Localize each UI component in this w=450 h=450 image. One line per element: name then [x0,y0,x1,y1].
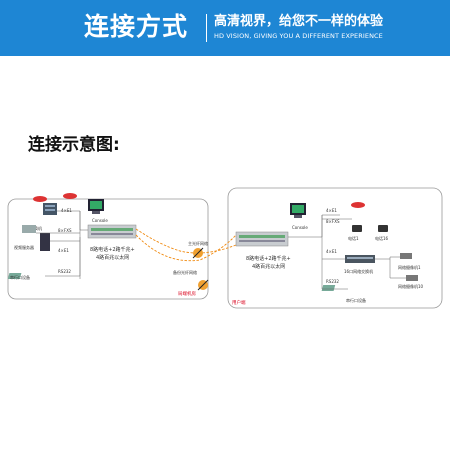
left-mux-phone-lines: 8路电话+2路千兆+ [90,246,135,253]
backup-fiber-label: 备份光纤网络 [173,269,197,275]
right-link-rs232: RS232 [326,279,339,284]
left-site-box [7,198,209,300]
serial-device-icon [7,273,22,279]
right-serial-device-icon [321,285,336,291]
left-badge-icon-1 [33,196,47,202]
network-switch-icon [345,255,375,263]
main-fiber-label: 主光纤网络 [188,240,208,246]
right-link-e1-top: 4×E1 [326,208,337,213]
section-heading: 连接示意图: [28,135,120,155]
right-link-fxs: 8×FXS [326,219,340,224]
left-serial-label: 串行口设备 [10,274,30,280]
left-console-label: Console [92,218,108,223]
right-mux-ethernet-lines: 4路百兆以太网 [252,263,285,270]
right-mux-icon [235,231,289,247]
right-console-pc-icon [290,203,306,218]
camera-10-label: 网络摄像机10 [398,283,424,289]
right-site-corner-label: 用户端 [232,299,246,306]
network-switch-label: 16口网络交换机 [344,268,373,274]
phone-1-icon [352,225,362,232]
left-link-rs232: RS232 [58,269,71,274]
server-label: 视频服务器 [14,244,34,250]
left-mux-icon [87,224,137,239]
right-badge-icon [351,202,365,208]
camera-10-icon [406,275,418,281]
left-mux-ethernet-lines: 4路百兆以太网 [96,254,129,261]
phone-16-icon [378,225,388,232]
right-site-box [227,187,443,309]
camera-1-label: 网络摄像机1 [398,264,421,270]
camera-1-icon [400,253,412,259]
banner-divider [206,14,207,42]
phone-16-label: 电话16 [375,235,389,241]
banner-subslogan: HD VISION, GIVING YOU A DIFFERENT EXPERI… [214,32,383,40]
phone-1-label: 电话1 [348,235,359,241]
left-badge-icon-2 [63,193,77,199]
banner-slogan: 高清视界，给您不一样的体验 [214,14,384,29]
right-link-e1-bottom: 4×E1 [326,249,337,254]
connection-diagram: 程控交换机 视频服务器 串行口设备 Console 8路电话+2路千兆+ 4路百… [7,187,443,309]
banner-title: 连接方式 [83,12,188,41]
header-banner: 连接方式 高清视界，给您不一样的体验 HD VISION, GIVING YOU… [0,0,450,56]
right-serial-label: 串行口设备 [346,297,366,303]
left-console-pc-icon [88,199,104,214]
right-console-label: Console [292,225,308,230]
left-link-fxs: 8×FXS [58,228,72,233]
left-link-e1-top: 4×E1 [61,208,72,213]
pbx-icon [43,203,57,215]
right-mux-phone-lines: 8路电话+2路千兆+ [246,255,291,262]
left-link-e1-bottom: 4×E1 [58,248,69,253]
left-site-corner-label: 局端机房 [178,290,196,297]
server-icon [22,225,50,251]
